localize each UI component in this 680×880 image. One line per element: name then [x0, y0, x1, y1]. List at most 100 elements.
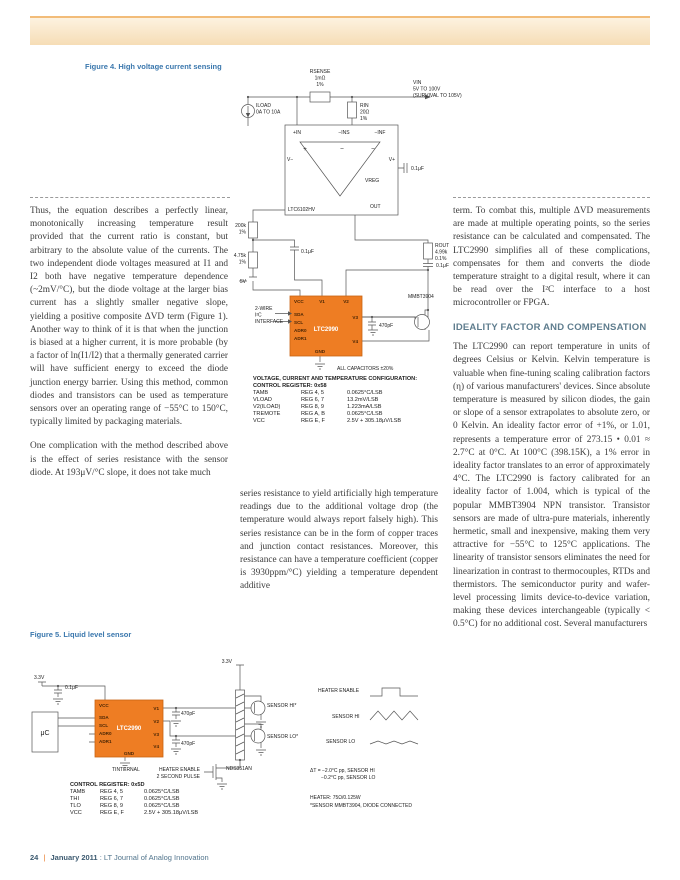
rin-resistor	[347, 101, 357, 119]
vin-survival: (SURVIVAL TO 105V)	[413, 93, 462, 99]
cfg-name: V2(ILOAD)	[253, 404, 281, 410]
paragraph: One complication with the method describ…	[30, 441, 228, 478]
cfg-value: 0.0625°C/LSB	[347, 390, 383, 396]
r475k-tol: 1%	[239, 260, 247, 266]
cfg-value: 0.0625°C/LSB	[144, 796, 180, 802]
chip-name: LTC2990	[117, 726, 142, 732]
config-row: VCC REG E, F 2.5V + 305.18μV/LSB	[253, 418, 463, 425]
cfg-name: TAMB	[253, 390, 269, 396]
footer-journal-title: : LT Journal of Analog Innovation	[99, 853, 209, 862]
pin-minus-ins: −INS	[338, 130, 350, 136]
chip-pin-adr0: ADR0	[99, 731, 112, 736]
config-row: VLOAD REG 6, 7 13.2mV/LSB	[253, 397, 463, 404]
cfg-reg: REG 8, 9	[100, 803, 124, 809]
waveform-sensor-lo-label: SENSOR LO	[326, 739, 355, 745]
chip-pin-sda: SDA	[99, 715, 109, 720]
r200k-label: 200k	[235, 223, 246, 229]
cfg-name: TLO	[70, 803, 81, 809]
r475k-label: 4.75k	[234, 253, 247, 259]
chip-pin-v4: V4	[153, 744, 159, 749]
column-left: Thus, the equation describes a perfectly…	[30, 205, 228, 491]
chip-pin-v4: V4	[352, 339, 358, 344]
out-label: OUT	[370, 204, 381, 210]
figure4-caption: Figure 4. High voltage current sensing	[85, 62, 222, 71]
config-title: VOLTAGE, CURRENT AND TEMPERATURE CONFIGU…	[253, 376, 418, 382]
cfg-name: TAMB	[70, 789, 86, 795]
rin-value: 20Ω	[360, 110, 370, 116]
rsense-resistor	[309, 91, 331, 103]
allcaps-note: ALL CAPACITORS ±20%	[337, 366, 394, 372]
delta-t-note1: ΔT = −2.0°C pp, SENSOR HI	[310, 768, 375, 774]
cfg-name: VLOAD	[253, 397, 272, 403]
cap01-label: 0.1μF	[65, 685, 78, 691]
chip-pin-sda: SDA	[294, 312, 304, 317]
vin-range: 5V TO 100V	[413, 87, 441, 93]
config-row: TAMB REG 4, 5 0.0625°C/LSB	[253, 390, 463, 397]
paragraph: The LTC2990 can report temperature in un…	[453, 342, 650, 630]
waveform-heater-label: HEATER ENABLE	[318, 688, 360, 694]
footer-date: January 2011	[50, 853, 98, 862]
nds-mosfet-label: NDS351AN	[226, 766, 252, 772]
cfg-name: THI	[70, 796, 80, 802]
opamp-plus-sign: +	[303, 146, 307, 153]
cfg-reg: REG A, B	[301, 411, 325, 417]
mmbt-label: MMBT3904	[408, 294, 434, 300]
pin-minus-inf: −INF	[375, 130, 386, 136]
page-footer: 24 | January 2011 : LT Journal of Analog…	[30, 853, 209, 862]
sensor-hi-transistor	[250, 700, 266, 716]
rout-resistor	[423, 242, 433, 260]
chip-pin-gnd: GND	[315, 349, 326, 354]
c470b-label: 470pF	[181, 741, 195, 747]
footer-separator: |	[43, 853, 46, 862]
paragraph: series resistance to yield artificially …	[240, 489, 438, 592]
rin-tol: 1%	[360, 116, 368, 122]
r200k-resistor	[248, 221, 258, 239]
cfg-name: TREMOTE	[253, 411, 281, 417]
rsense-label: RSENSE	[310, 69, 331, 75]
ltc2990-chip	[289, 295, 363, 357]
chip-pin-v3: V3	[153, 732, 159, 737]
heater-enable-label2: 2 SECOND PULSE	[157, 774, 201, 780]
c470-label: 470pF	[379, 323, 393, 329]
cfg-value: 2.5V + 305.18μV/LSB	[347, 418, 402, 424]
cap1-label: 0.1μF	[411, 166, 424, 172]
page-number: 24	[30, 853, 39, 862]
chip-pin-adr0: ADR0	[294, 328, 307, 333]
r200k-tol: 1%	[239, 230, 247, 236]
cap3-label: 0.1μF	[436, 263, 449, 269]
opamp-name: LTC6102HV	[288, 207, 316, 213]
heater-note: HEATER: 75Ω/0.125W	[310, 795, 361, 801]
rout-value: 4.99k	[435, 250, 448, 256]
v33-left-label: 3.3V	[34, 675, 45, 681]
sensor-lo-label: SENSOR LO*	[267, 734, 298, 740]
iload-label: ILOAD	[256, 103, 271, 109]
cfg-name: VCC	[70, 810, 82, 816]
cap2-label: 0.1μF	[301, 249, 314, 255]
rout-label: ROUT	[435, 243, 449, 249]
rin-label: RIN	[360, 103, 369, 109]
chip-pin-adr1: ADR1	[99, 739, 112, 744]
cfg-reg: REG E, F	[100, 810, 124, 816]
chip-pin-v3: V3	[352, 315, 358, 320]
ltc2990-chip	[94, 699, 164, 758]
config-row: VCC REG E, F 2.5V + 305.18μV/LSB	[70, 810, 250, 817]
header-band	[30, 16, 650, 45]
cfg-value: 2.5V + 305.18μV/LSB	[144, 810, 199, 816]
figure5-caption: Figure 5. Liquid level sensor	[30, 630, 132, 639]
delta-t-note2: −0.2°C pp, SENSOR LO	[321, 775, 375, 781]
config-control: CONTROL REGISTER: 0x58	[253, 383, 327, 389]
cfg-reg: REG 6, 7	[301, 397, 325, 403]
v33-top-label: 3.3V	[222, 659, 233, 665]
heater-enable-label1: HEATER ENABLE	[159, 767, 201, 773]
cfg-name: VCC	[253, 418, 265, 424]
cfg-value: 0.0625°C/LSB	[144, 803, 180, 809]
cfg-reg: REG 4, 5	[100, 789, 124, 795]
tinternal-label: TINTERNAL	[112, 767, 140, 773]
figure5-labels: 3.3V 3.3V 0.1μF μC VCC SDA SCL ADR0 ADR1…	[34, 659, 412, 809]
chip-pin-scl: SCL	[99, 723, 108, 728]
chip-pin-v2: V2	[343, 299, 349, 304]
vin-label: VIN	[413, 80, 422, 86]
cfg-reg: REG 8, 9	[301, 404, 325, 410]
figure4-config-table: VOLTAGE, CURRENT AND TEMPERATURE CONFIGU…	[253, 376, 463, 425]
